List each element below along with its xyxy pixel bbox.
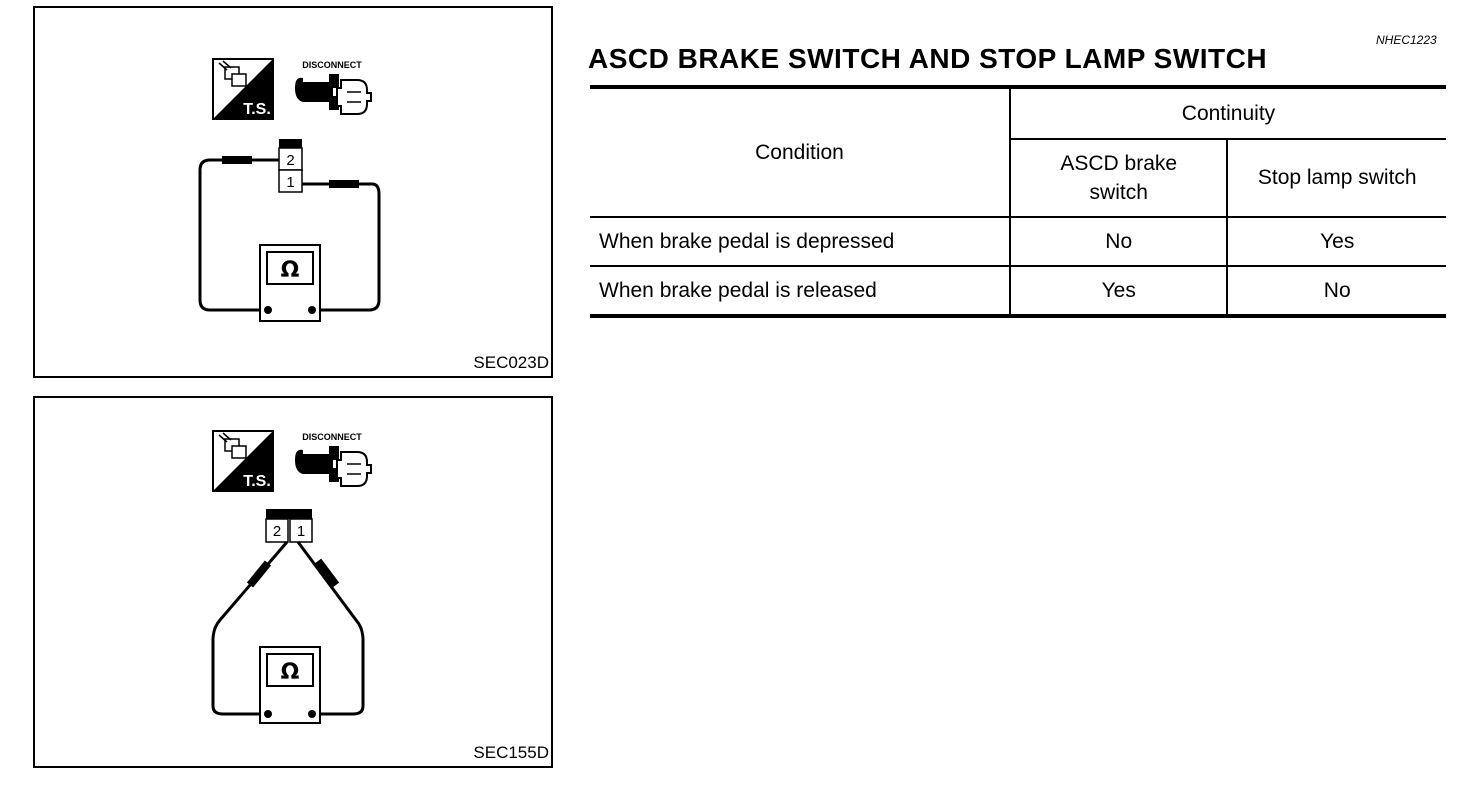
disconnect-label: DISCONNECT: [302, 60, 362, 70]
ascd-header: ASCD brake switch: [1009, 139, 1229, 218]
pin-1-label: 1: [297, 523, 305, 540]
pin-2-label: 2: [286, 152, 294, 169]
ascd-header-line1: ASCD brake: [1060, 152, 1178, 175]
disconnect-icon: DISCONNECT: [295, 60, 372, 115]
stop-lamp-cell: No: [1227, 266, 1446, 318]
condition-cell: When brake pedal is released: [590, 266, 1011, 318]
table-header-row: Condition Continuity: [590, 85, 1446, 218]
ohmmeter: Ω: [259, 244, 321, 322]
ohmmeter: Ω: [259, 646, 321, 724]
ohm-symbol: Ω: [281, 660, 300, 685]
continuity-test-diagram-1: T.S. DISCONNECT 2 1 Ω: [198, 58, 381, 322]
page-title: ASCD BRAKE SWITCH AND STOP LAMP SWITCH: [588, 43, 1268, 74]
figure-sec155d: T.S. DISCONNECT 2 1 Ω: [33, 396, 553, 768]
condition-cell: When brake pedal is depressed: [590, 217, 1011, 267]
ts-label: T.S.: [243, 101, 271, 118]
ascd-cell: No: [1009, 217, 1229, 267]
probe-tip: [222, 156, 252, 164]
probe-tip: [314, 558, 340, 588]
document-id: NHEC1223: [1376, 33, 1437, 47]
probe-wires: [211, 541, 365, 716]
pin-2-label: 2: [273, 523, 281, 540]
probe-tip: [329, 180, 359, 188]
connector: 2 1: [265, 509, 313, 543]
stop-lamp-cell: Yes: [1227, 217, 1446, 267]
stop-lamp-header: Stop lamp switch: [1227, 139, 1446, 218]
disconnect-label: DISCONNECT: [302, 432, 362, 442]
ts-icon: T.S.: [212, 430, 274, 492]
continuity-table: Condition Continuity ASCD brake switch S…: [590, 85, 1446, 318]
figure-code: SEC023D: [473, 353, 549, 372]
ohm-symbol: Ω: [281, 258, 300, 283]
ts-label: T.S.: [243, 473, 271, 490]
table-row: When brake pedal is released Yes No: [590, 266, 1446, 318]
continuity-test-diagram-2: T.S. DISCONNECT 2 1 Ω: [211, 430, 372, 724]
connector: 2 1: [278, 139, 303, 193]
condition-header: Condition: [590, 85, 1011, 218]
probe-wires: [198, 158, 381, 312]
probe-tip: [246, 560, 272, 588]
figure-sec023d: T.S. DISCONNECT 2 1 Ω: [33, 6, 553, 378]
table-row: When brake pedal is depressed No Yes: [590, 217, 1446, 267]
pin-1-label: 1: [286, 174, 294, 191]
continuity-header: Continuity: [1009, 85, 1446, 140]
table-subheader-row: ASCD brake switch Stop lamp switch: [590, 139, 1446, 218]
disconnect-icon: DISCONNECT: [295, 432, 372, 487]
ts-icon: T.S.: [212, 58, 274, 120]
figure-code: SEC155D: [473, 743, 549, 762]
ascd-cell: Yes: [1009, 266, 1229, 318]
ascd-header-line2: switch: [1089, 181, 1148, 204]
